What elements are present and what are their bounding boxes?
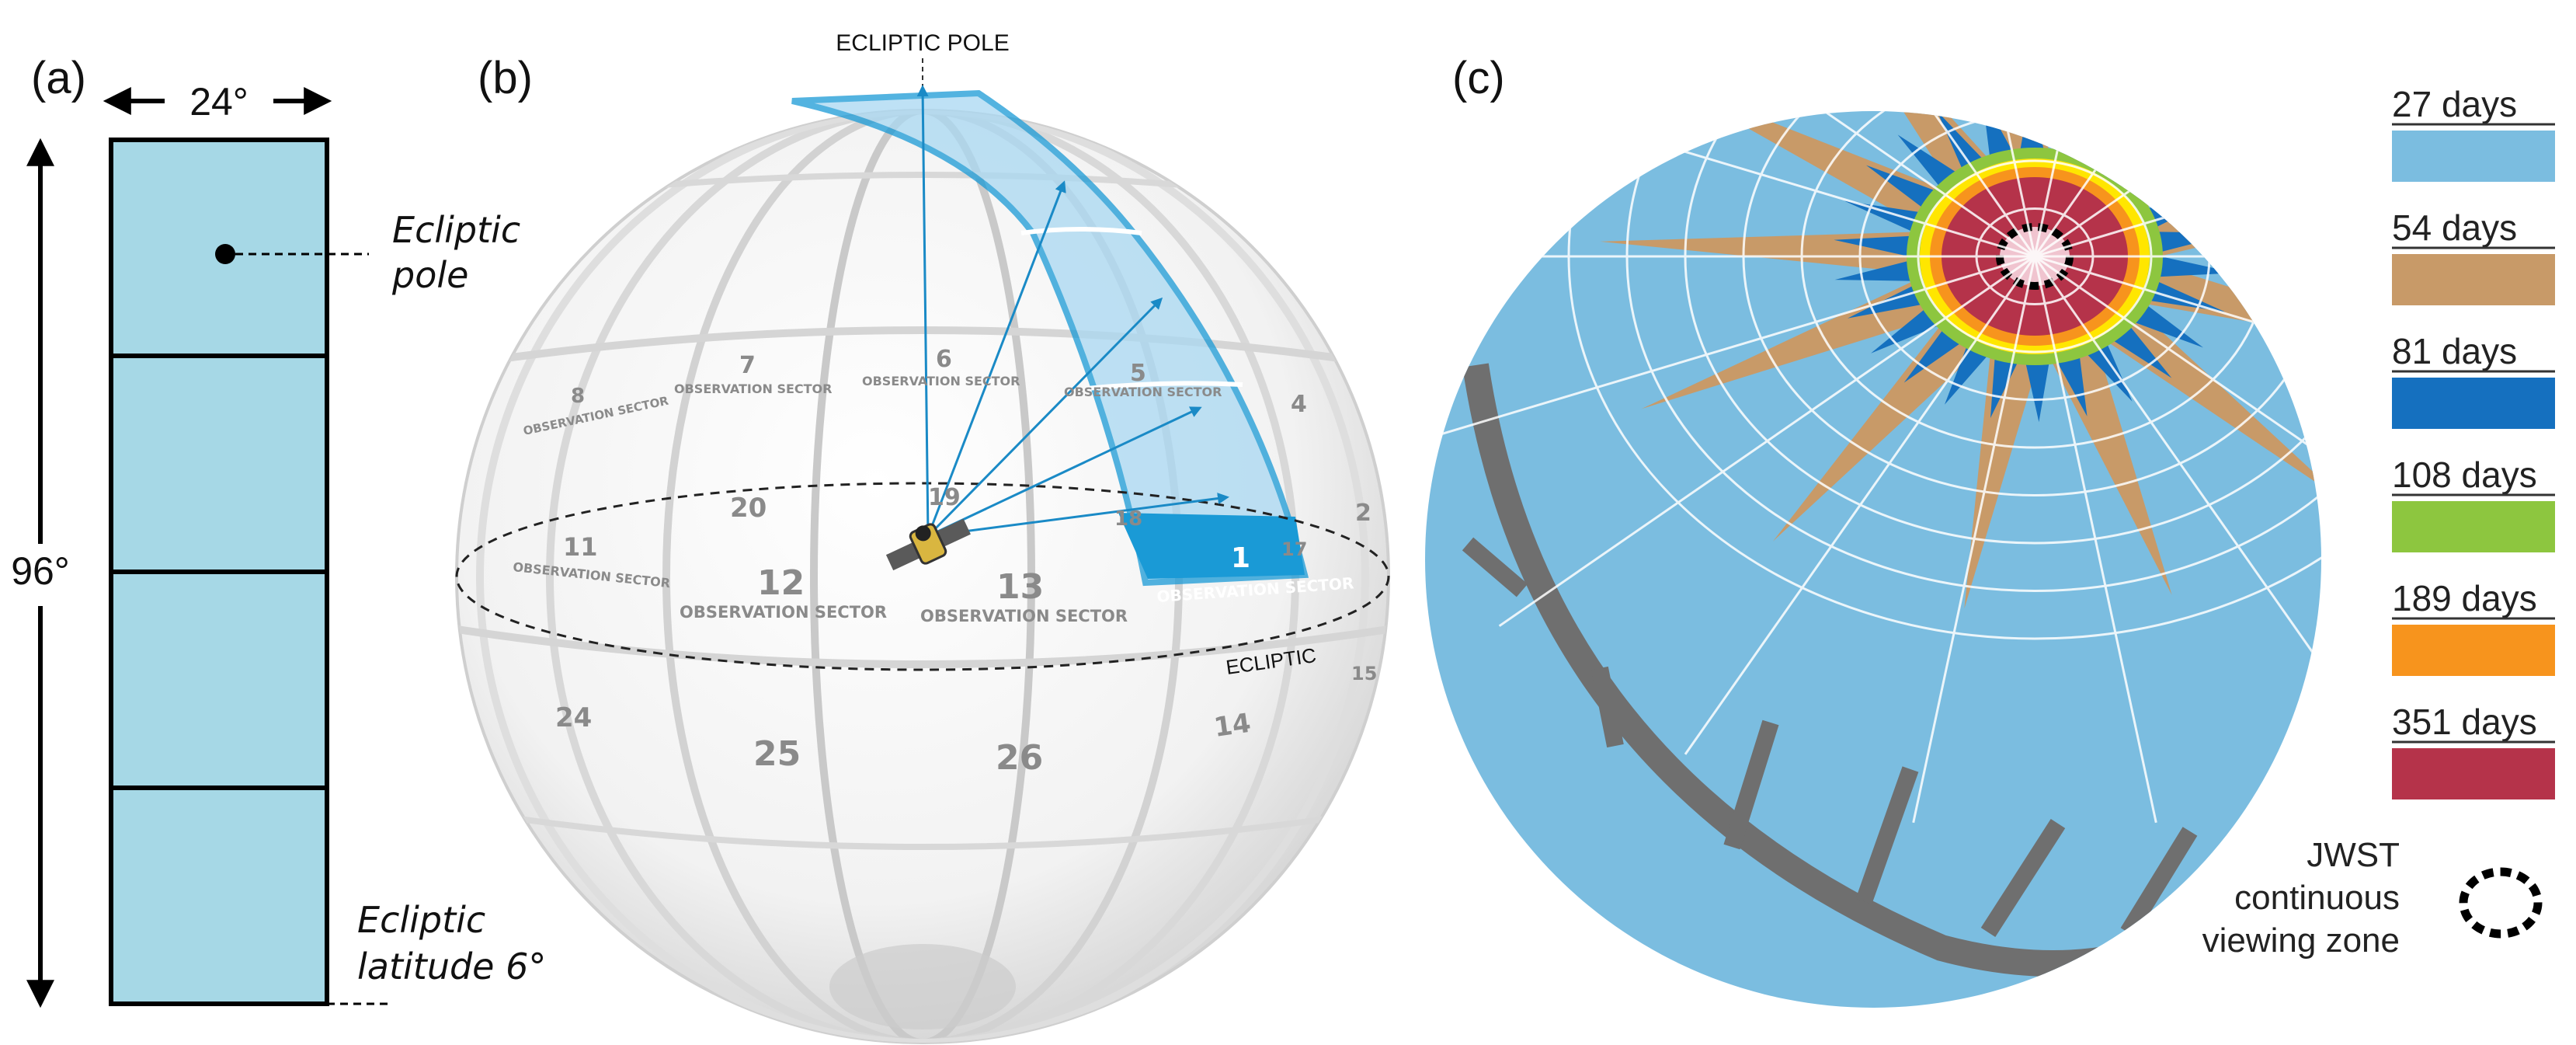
sector-num-8: 8	[571, 385, 585, 408]
panel-c-label: (c)	[1452, 53, 1505, 103]
sector-num-5: 5	[1130, 360, 1146, 387]
sector-num-24: 24	[555, 702, 592, 733]
ecliptic-pole-dot	[215, 244, 235, 264]
sector-strip	[109, 138, 329, 1006]
meridian-line	[1425, 255, 2035, 455]
legend-label: 27 days	[2392, 84, 2517, 124]
legend-label: 189 days	[2392, 578, 2537, 618]
sector-label-12: OBSERVATION SECTOR	[680, 603, 887, 622]
sector-num-20: 20	[730, 493, 767, 524]
gap-tick	[1855, 766, 1919, 904]
jwst-cvz-icon	[2459, 867, 2543, 939]
meridian-line	[1912, 256, 2036, 824]
sector-num-17: 17	[1281, 538, 1307, 560]
jwst-label-line1: JWST	[2307, 836, 2400, 874]
meridian-line	[1684, 111, 2036, 257]
meridian-line	[2033, 256, 2157, 824]
height-label: 96°	[11, 549, 70, 593]
sector-num-12: 12	[757, 563, 805, 603]
panel-c: (c) 27 days 54 days 81 days 108 days 189 day…	[1425, 53, 2555, 1008]
meridian-line	[1684, 256, 2036, 755]
sector-num-26: 26	[996, 738, 1043, 778]
sector-num-14: 14	[1212, 708, 1253, 744]
legend: 27 days 54 days 81 days 108 days 189 days 351…	[2392, 84, 2555, 799]
legend-swatch	[2392, 378, 2555, 429]
latitude-label-line1: Ecliptic	[357, 899, 485, 941]
legend-swatch	[2392, 131, 2555, 182]
gap-tick	[2244, 781, 2300, 882]
camera-2	[109, 354, 329, 574]
sector-num-11: 11	[563, 532, 598, 562]
legend-label: 351 days	[2392, 702, 2537, 742]
meridian-line	[1912, 111, 2036, 257]
sight-lines	[916, 85, 1229, 538]
legend-swatch	[2392, 748, 2555, 799]
gap-tick	[1462, 537, 1528, 597]
meridian-line	[2034, 255, 2321, 627]
meridian-line	[2034, 255, 2321, 455]
ecliptic-circle	[455, 482, 1390, 671]
sector-num-25: 25	[753, 734, 801, 774]
jwst-label-line3: viewing zone	[2202, 921, 2400, 960]
gap-tick	[1723, 719, 1779, 850]
ecliptic-pole-label: ECLIPTIC POLE	[836, 30, 1009, 56]
gap-tick	[1591, 666, 1624, 748]
sector-num-18: 18	[1114, 507, 1142, 531]
legend-label: 108 days	[2392, 455, 2537, 495]
latitude-label-line2: latitude 6°	[357, 946, 546, 988]
panel-b: (b) ECLIPTIC POLE ECLIPTIC	[455, 30, 1390, 1044]
sector-num-13: 13	[996, 567, 1044, 607]
legend-label: 81 days	[2392, 331, 2517, 371]
sector-num-19: 19	[928, 484, 961, 511]
sector-num-1: 1	[1231, 542, 1250, 574]
camera-4	[109, 785, 329, 1006]
meridian-line	[1425, 111, 2035, 258]
legend-swatch	[2392, 254, 2555, 305]
gap-tick	[1980, 819, 2066, 937]
meridian-line	[2033, 111, 2321, 257]
gap-tick	[2120, 827, 2198, 937]
sector-label-7: OBSERVATION SECTOR	[674, 381, 832, 396]
meridian-line	[2033, 111, 2157, 257]
meridian-line	[2034, 111, 2321, 258]
meridian-line	[1498, 255, 2035, 627]
sector-num-2: 2	[1355, 500, 1371, 527]
sector-label-6: OBSERVATION SECTOR	[862, 374, 1020, 388]
panel-a-label: (a)	[31, 53, 86, 103]
meridian-line	[2034, 111, 2321, 258]
pole-label-line2: pole	[391, 254, 468, 296]
camera-3	[109, 570, 329, 790]
sector-num-6: 6	[936, 346, 952, 373]
panel-a: (a) 24° 96° Ecliptic pole Ecliptic latit…	[8, 53, 546, 1008]
sector-label-13: OBSERVATION SECTOR	[920, 607, 1128, 625]
pole-label-line1: Ecliptic	[392, 209, 520, 251]
legend-label: 54 days	[2392, 207, 2517, 248]
tess-satellite-icon	[885, 518, 971, 571]
panel-b-label: (b)	[478, 53, 533, 103]
jwst-label-line2: continuous	[2234, 879, 2400, 917]
legend-swatch	[2392, 625, 2555, 676]
highlighted-sector	[791, 89, 1309, 587]
width-label: 24°	[189, 80, 249, 124]
meridian-line	[1498, 111, 2035, 258]
sector-num-15: 15	[1351, 663, 1377, 684]
meridian-line	[2033, 256, 2321, 755]
sector-num-7: 7	[739, 352, 756, 379]
legend-swatch	[2392, 501, 2555, 552]
sector-num-4: 4	[1291, 391, 1307, 418]
sector-label-5: OBSERVATION SECTOR	[1064, 385, 1222, 399]
